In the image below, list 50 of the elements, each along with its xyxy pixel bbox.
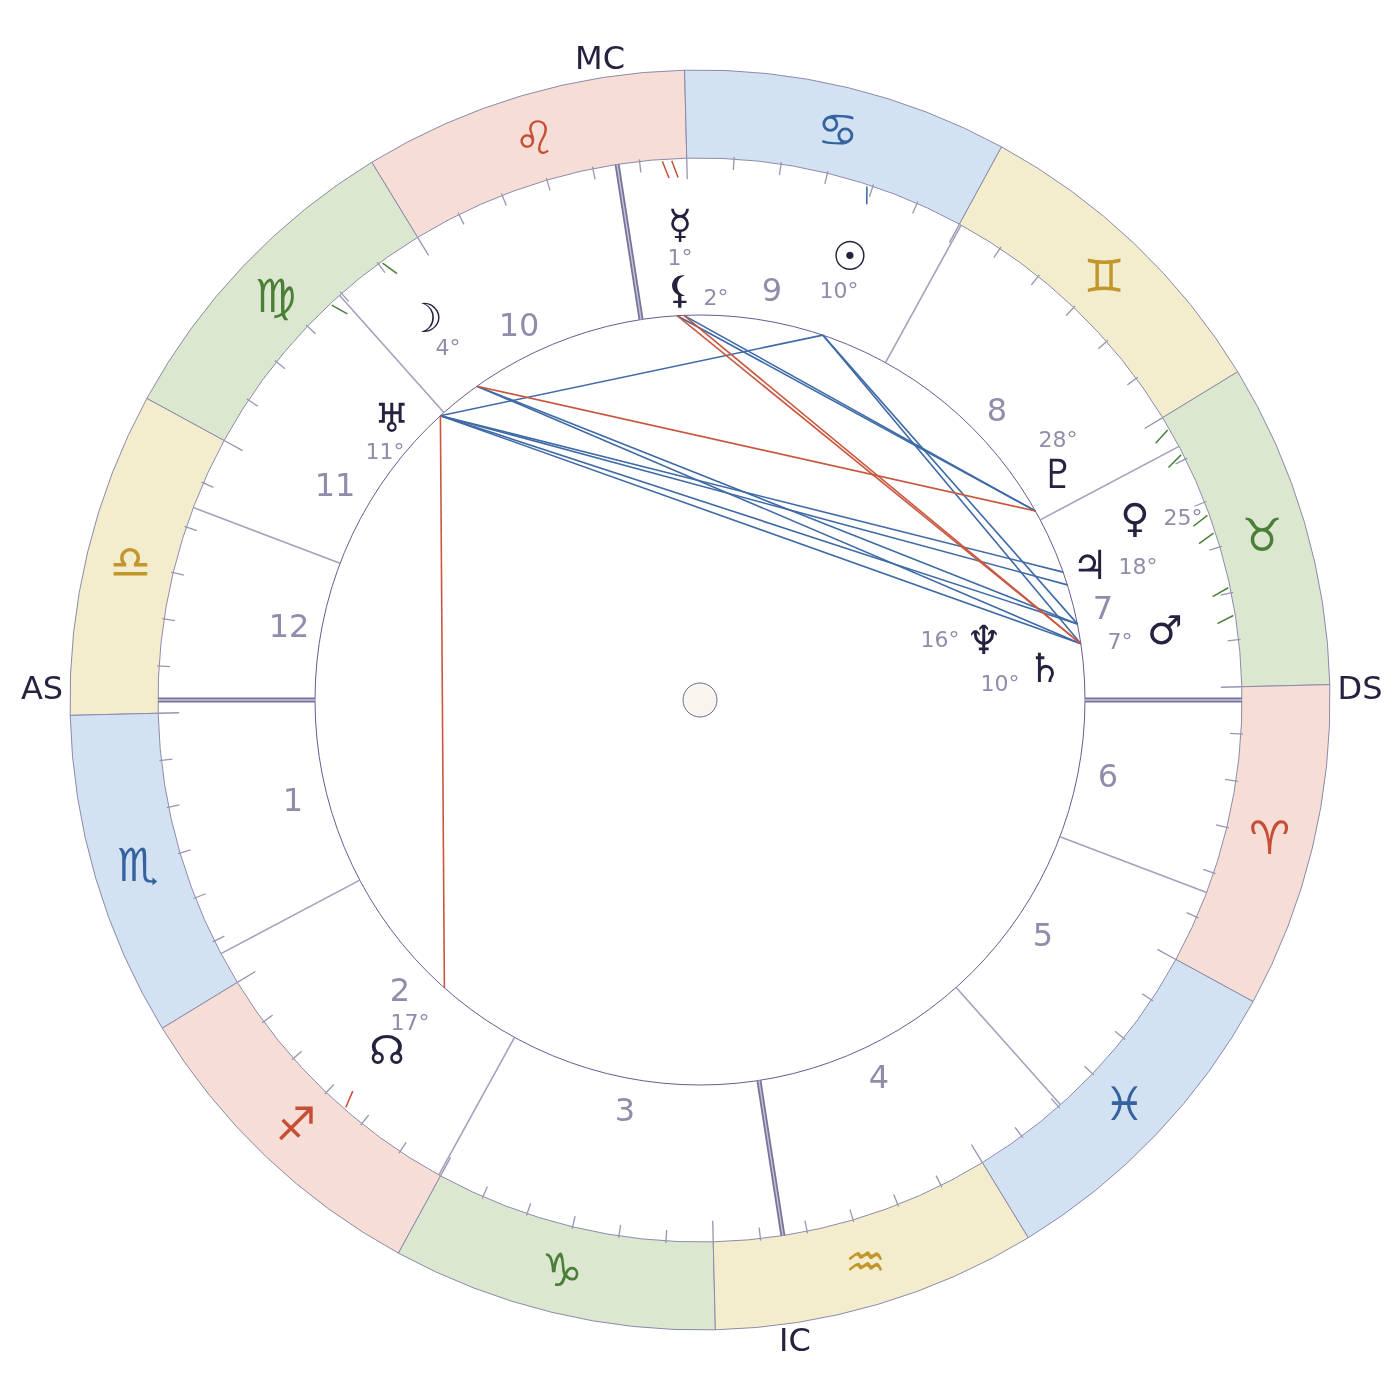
degree-label: 10°	[980, 673, 1020, 695]
planet-symbol: ♂	[1147, 610, 1183, 650]
zodiac-sign-symbol: ♎	[109, 539, 152, 586]
house-number: 7	[1092, 592, 1114, 624]
house-number: 1	[282, 784, 304, 816]
degree-label: 10°	[819, 280, 859, 302]
angle-label: MC	[575, 42, 625, 74]
planet-symbol: ♅	[374, 398, 410, 438]
house-number: 6	[1097, 760, 1119, 792]
house-number: 9	[761, 274, 783, 306]
house-number: 5	[1032, 919, 1054, 951]
angle-label: AS	[20, 672, 64, 704]
zodiac-sign-symbol: ♐	[275, 1101, 317, 1148]
degree-label: 18°	[1118, 556, 1158, 578]
degree-label: 16°	[920, 629, 960, 651]
planet-symbol: ♇	[1040, 454, 1076, 494]
planet-symbol: ☽	[407, 298, 443, 338]
zodiac-sign-symbol: ♓	[1103, 1081, 1145, 1128]
degree-label: 28°	[1038, 429, 1078, 451]
house-number: 3	[614, 1094, 636, 1126]
zodiac-sign-symbol: ♑	[541, 1246, 583, 1293]
zodiac-sign-symbol: ♋	[817, 107, 859, 154]
house-number: 10	[498, 309, 540, 341]
zodiac-sign-symbol: ♉	[1241, 511, 1283, 558]
zodiac-sign-symbol: ♍	[255, 272, 297, 319]
planet-symbol: ♄	[1027, 648, 1063, 688]
degree-label: 25°	[1163, 507, 1203, 529]
angle-label: IC	[779, 1324, 811, 1356]
zodiac-sign-symbol: ♊	[1083, 252, 1125, 299]
zodiac-sign-symbol: ♒	[844, 1239, 887, 1286]
planet-symbol: ♀	[1120, 498, 1150, 538]
planet-symbol: ⚸	[666, 271, 694, 309]
degree-label: 2°	[703, 287, 729, 309]
planet-symbol: ♃	[1072, 545, 1108, 585]
house-number: 8	[986, 394, 1008, 426]
planet-symbol: ☿	[667, 204, 693, 244]
house-number: 12	[268, 610, 310, 642]
degree-label: 4°	[435, 337, 461, 359]
zodiac-sign-symbol: ♈	[1248, 814, 1291, 861]
house-number: 4	[868, 1061, 890, 1093]
house-number: 2	[389, 974, 411, 1006]
zodiac-sign-symbol: ♏	[117, 842, 159, 889]
degree-label: 1°	[667, 247, 693, 269]
zodiac-sign-symbol: ♌	[513, 114, 556, 161]
planet-symbol: ☉	[832, 236, 868, 276]
house-number: 11	[314, 469, 356, 501]
angle-label: DS	[1337, 672, 1383, 704]
degree-label: 7°	[1107, 631, 1133, 653]
planet-symbol: ♆	[966, 620, 1002, 660]
degree-label: 11°	[365, 441, 405, 463]
